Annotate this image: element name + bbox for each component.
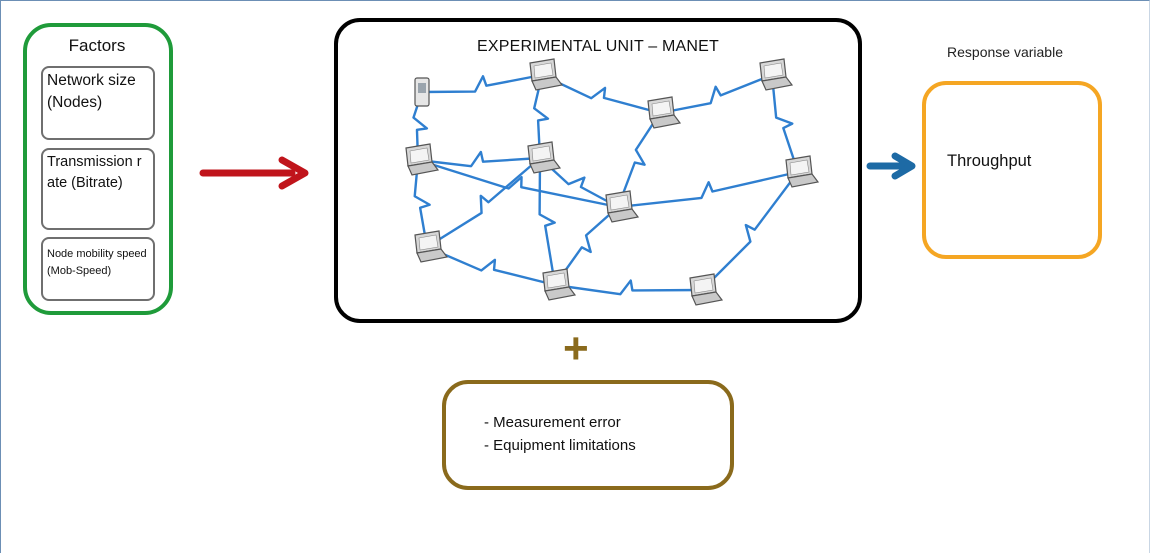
wireless-link [426, 245, 556, 287]
wireless-link [413, 159, 431, 248]
wireless-link [539, 157, 619, 209]
noise-box [442, 380, 734, 490]
laptop-icon [785, 155, 820, 188]
wireless-link [554, 206, 619, 286]
wireless-link [616, 112, 662, 208]
wireless-link [421, 73, 543, 94]
laptop-icon [605, 190, 640, 223]
response-box [922, 81, 1102, 259]
wireless-link [659, 73, 773, 115]
factor-node-mobility: Node mobility speed (Mob-Speed) [41, 237, 155, 301]
wireless-link [554, 279, 703, 296]
output-arrow [866, 152, 916, 180]
noise-measurement-error: - Measurement error [484, 414, 621, 431]
wireless-link [538, 157, 557, 286]
input-arrow [199, 156, 309, 190]
plus-sign: + [563, 324, 589, 373]
wireless-link [412, 91, 429, 161]
laptop-icon [689, 273, 724, 306]
factors-title: Factors [68, 36, 126, 55]
factor-network-size: Network size (Nodes) [41, 66, 155, 140]
wireless-link [617, 170, 799, 209]
wireless-link [701, 171, 799, 291]
laptop-icon [759, 58, 794, 91]
wireless-link [426, 157, 541, 249]
wireless-link [532, 74, 550, 159]
laptop-icon [527, 141, 562, 174]
laptop-icon [542, 268, 577, 301]
mobile-device-icon [414, 77, 430, 107]
factors-box [23, 23, 173, 315]
noise-equipment-limitations: - Equipment limitations [484, 437, 636, 454]
response-variable-label: Response variable [947, 44, 1063, 60]
laptop-icon [414, 230, 449, 263]
wireless-link [770, 74, 800, 173]
wireless-link [417, 158, 619, 209]
laptop-icon [647, 96, 682, 129]
response-throughput: Throughput [947, 152, 1032, 170]
wireless-links [412, 73, 800, 296]
laptop-icon [529, 58, 564, 91]
wireless-link [541, 73, 661, 115]
experimental-unit-title: EXPERIMENTAL UNIT – MANET [476, 38, 720, 55]
network-nodes [405, 58, 820, 306]
laptop-icon [405, 143, 440, 176]
factor-transmission-rate: Transmission rate (Bitrate) [41, 148, 155, 230]
experimental-unit-box [334, 18, 862, 323]
wireless-link [417, 150, 541, 168]
